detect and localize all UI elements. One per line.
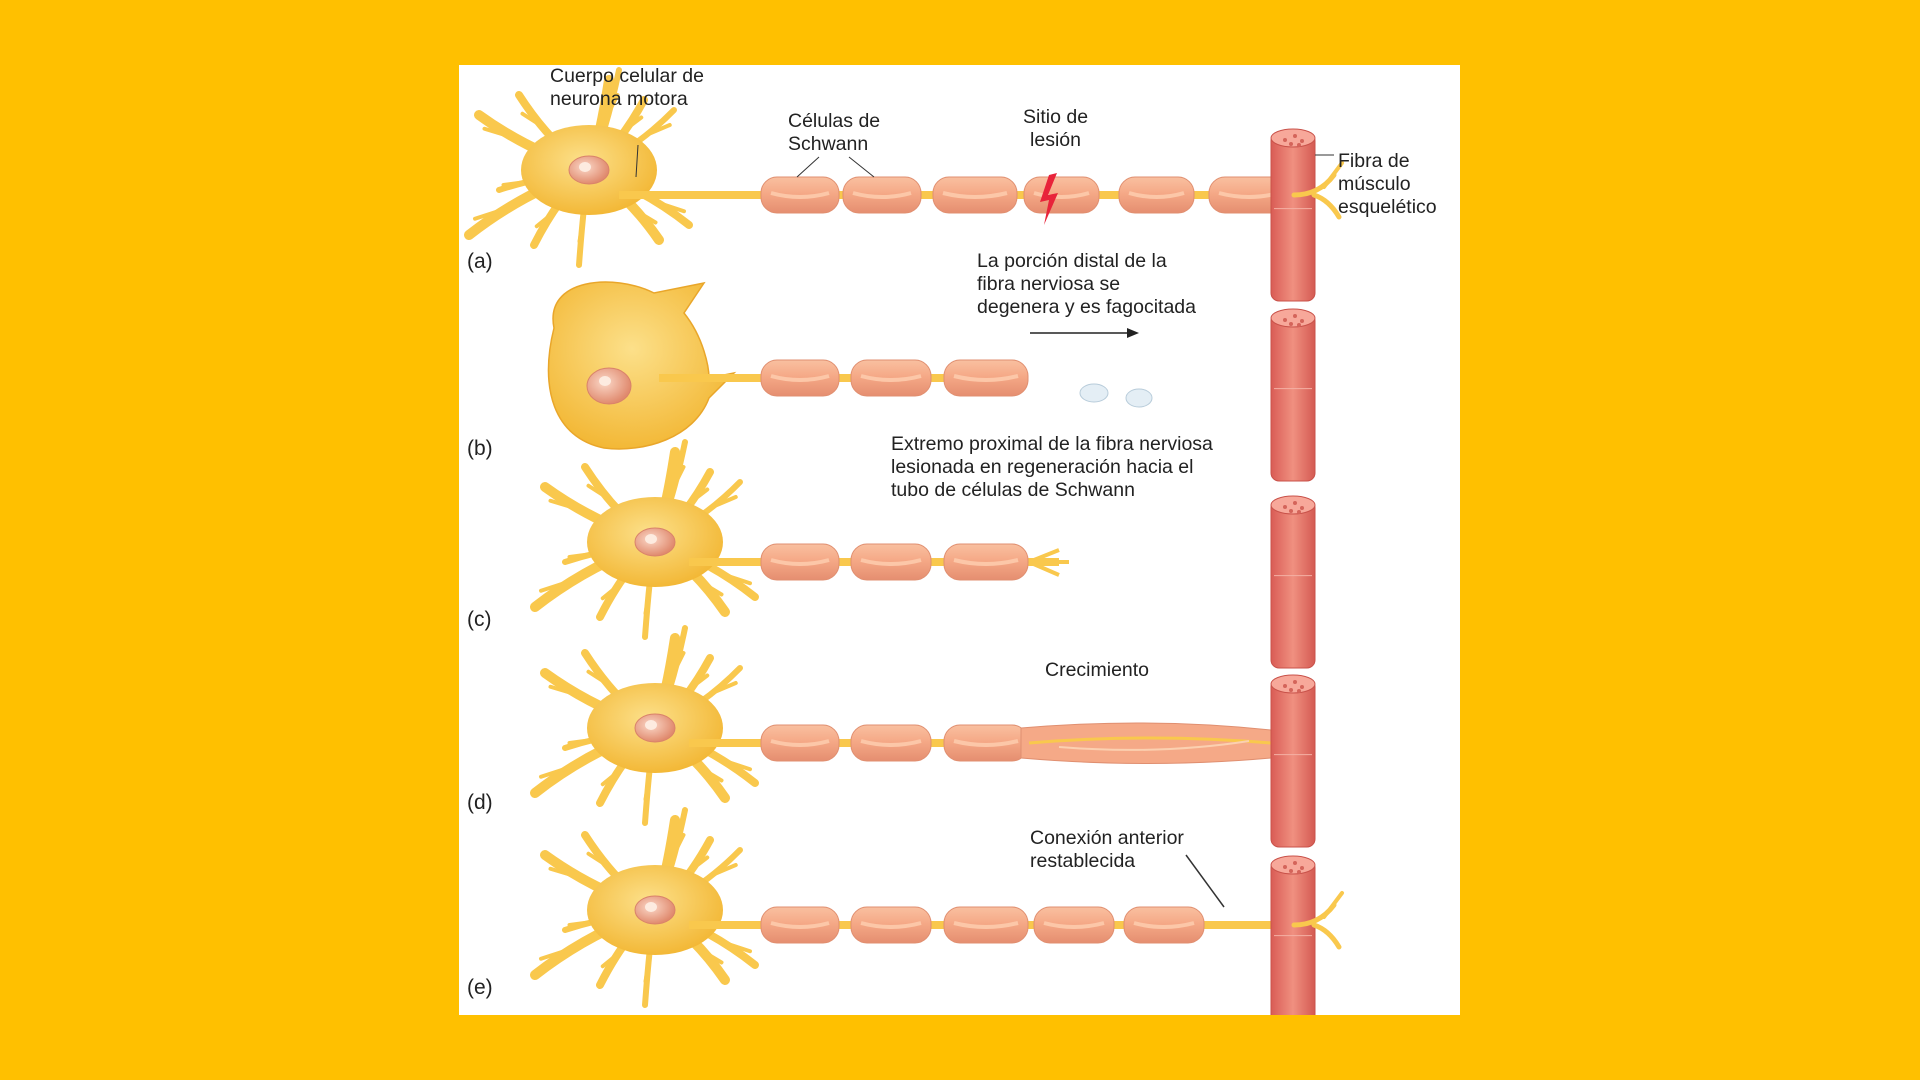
label-degeneration: La porción distal de la fibra nerviosa s… (977, 250, 1196, 318)
skeletal-muscle-fiber-b (1270, 308, 1316, 482)
schwann-cell-e-2 (943, 906, 1029, 944)
label-growth: Crecimiento (1045, 659, 1150, 681)
schwann-cell-b-0 (760, 359, 840, 397)
regenerating-sprouts (1028, 548, 1069, 577)
schwann-cell-b-2 (943, 359, 1029, 397)
macrophage-2 (1125, 388, 1153, 408)
schwann-cell-b-1 (850, 359, 932, 397)
schwann-cell-d-2 (943, 724, 1029, 762)
schwann-cell-c-1 (850, 543, 932, 581)
label-cell-body: Cuerpo celular de neurona motora (550, 65, 704, 110)
schwann-cell-a-1 (842, 176, 922, 214)
panel-tag-b: (b) (467, 437, 493, 460)
schwann-cell-d-1 (850, 724, 932, 762)
schwann-cell-c-2 (943, 543, 1029, 581)
nucleus-b (586, 367, 632, 405)
schwann-cell-e-4 (1123, 906, 1205, 944)
macrophage-1 (1079, 383, 1109, 403)
neuron-cell-body-e (530, 807, 759, 1008)
label-regeneration: Extremo proximal de la fibra nerviosa le… (891, 433, 1213, 501)
label-injury-site: Sitio de lesión (1023, 106, 1089, 151)
figure-panel: (a) (b) (c) (d) (e) Cuerpo celular de ne… (459, 65, 1460, 1015)
schwann-cell-c-0 (760, 543, 840, 581)
panel-tag-d: (d) (467, 791, 493, 814)
leader-reconnection (1185, 854, 1225, 908)
schwann-cell-e-0 (760, 906, 840, 944)
skeletal-muscle-fiber-c (1270, 495, 1316, 669)
motor-end-plate-a (1291, 161, 1344, 220)
skeletal-muscle-fiber-d (1270, 674, 1316, 848)
nerve-regeneration-diagram (464, 67, 1344, 1015)
schwann-cell-a-2 (932, 176, 1018, 214)
panel-tag-e: (e) (467, 976, 493, 999)
panel-tag-c: (c) (467, 608, 492, 631)
regrowing-axon-tube (1020, 722, 1272, 764)
skeletal-muscle-fiber-e (1270, 855, 1316, 1015)
neuron-cell-body-b (547, 281, 737, 450)
injury-lightning-icon (1040, 173, 1058, 225)
schwann-cell-e-1 (850, 906, 932, 944)
skeletal-muscle-fiber-a (1270, 128, 1316, 302)
schwann-cell-a-0 (760, 176, 840, 214)
degeneration-arrowhead (1127, 328, 1139, 338)
label-schwann-cells: Células de Schwann (788, 110, 881, 155)
neuron-cell-body-c (530, 439, 759, 640)
neuron-cell-body-d (530, 625, 759, 826)
schwann-cell-a-3 (1023, 176, 1100, 214)
schwann-cell-a-4 (1118, 176, 1195, 214)
schwann-cell-d-0 (760, 724, 840, 762)
leader-cell-body (635, 144, 639, 178)
motor-end-plate-e (1291, 891, 1344, 950)
schwann-cell-e-3 (1033, 906, 1115, 944)
label-muscle-fiber: Fibra de músculo esquelético (1338, 150, 1437, 218)
leader-schwann-1 (796, 156, 820, 178)
panel-tag-a: (a) (467, 250, 493, 273)
label-reconnection: Conexión anterior restablecida (1030, 827, 1184, 872)
neuron-cell-body-a (464, 67, 693, 268)
leader-schwann-2 (848, 156, 875, 178)
